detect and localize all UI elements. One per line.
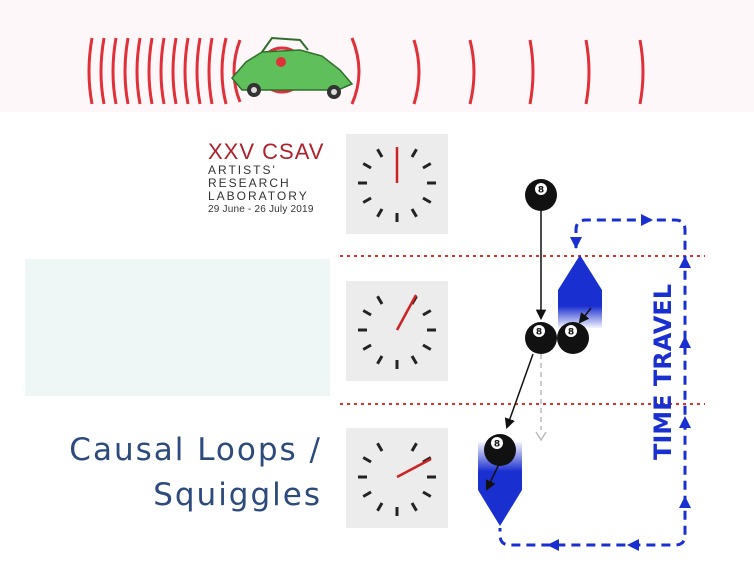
loop-arrow-right-1 [679, 256, 691, 268]
time-travel-loop [498, 218, 687, 547]
logo-date: 29 June - 26 July 2019 [208, 204, 314, 215]
csav-logo: XXV CSAV ARTISTS' RESEARCH LABORATORY 29… [208, 140, 338, 230]
clock-tick [410, 148, 418, 158]
clock-tick [376, 148, 384, 158]
ball-middle-left: 8 [525, 322, 557, 354]
clock-tick [410, 442, 418, 452]
loop-arrows [547, 214, 691, 551]
clock-tick [422, 162, 432, 170]
ball-middle-right: 8 [557, 322, 589, 354]
clock-tick [362, 456, 372, 464]
loop-arrow-bottom-1 [547, 539, 559, 551]
clock-2 [358, 294, 436, 369]
clock-tick [422, 490, 432, 498]
cone-lower [478, 442, 522, 526]
ball-top: 8 [525, 179, 557, 211]
clock-tick [422, 309, 432, 317]
ball-top-label: 8 [538, 186, 544, 196]
clock-tick [376, 355, 384, 365]
loop-arrow-top [641, 214, 653, 226]
caption-line-2: Squiggles [153, 477, 322, 513]
trajectory-ghost-head [535, 431, 547, 442]
header-banner [0, 0, 754, 112]
clock-tick [362, 343, 372, 351]
loop-arrow-right-3 [679, 416, 691, 428]
cone-upper [558, 255, 602, 328]
trajectory-deflect [504, 353, 534, 429]
clock-tick [422, 343, 432, 351]
radiating-rings [87, 37, 645, 105]
clock-tick [376, 208, 384, 218]
logo-line-1: ARTISTS' [208, 163, 277, 177]
clock-tick [422, 196, 432, 204]
clock-tick [362, 162, 372, 170]
loop-arrow-right-4 [679, 496, 691, 508]
clock-tick [362, 309, 372, 317]
trajectory-onward [485, 461, 501, 491]
trajectory-return [578, 307, 592, 324]
logo-line-3: LABORATORY [208, 189, 309, 203]
clock-tick [376, 295, 384, 305]
caption-line-1: Causal Loops / [69, 432, 322, 468]
logo-line-2: RESEARCH [208, 176, 291, 190]
ball-lower-label: 8 [494, 440, 500, 450]
clock-tick [362, 490, 372, 498]
banner-graphic [87, 36, 645, 105]
clock-tick [410, 502, 418, 512]
side-panel [25, 259, 330, 396]
ball-lower: 8 [484, 434, 516, 466]
clock-tick [376, 442, 384, 452]
loop-arrow-entry [570, 237, 582, 249]
clock-3 [358, 442, 436, 516]
caption: Causal Loops / Squiggles [30, 428, 322, 518]
clock-tick [376, 502, 384, 512]
time-travel-label: TIME TRAVEL [649, 284, 677, 460]
car-icon [231, 36, 354, 99]
clock-1 [358, 147, 436, 222]
ball-middle-right-label: 8 [568, 328, 574, 338]
clock-2-hand [395, 294, 418, 331]
clock-tick [362, 196, 372, 204]
clock-3-hand [396, 457, 432, 479]
ball-middle-left-label: 8 [536, 328, 542, 338]
clock-tick [410, 355, 418, 365]
logo-title: XXV CSAV [208, 139, 325, 164]
loop-arrow-right-2 [679, 336, 691, 348]
clock-tick [410, 208, 418, 218]
loop-arrow-bottom-2 [627, 539, 639, 551]
